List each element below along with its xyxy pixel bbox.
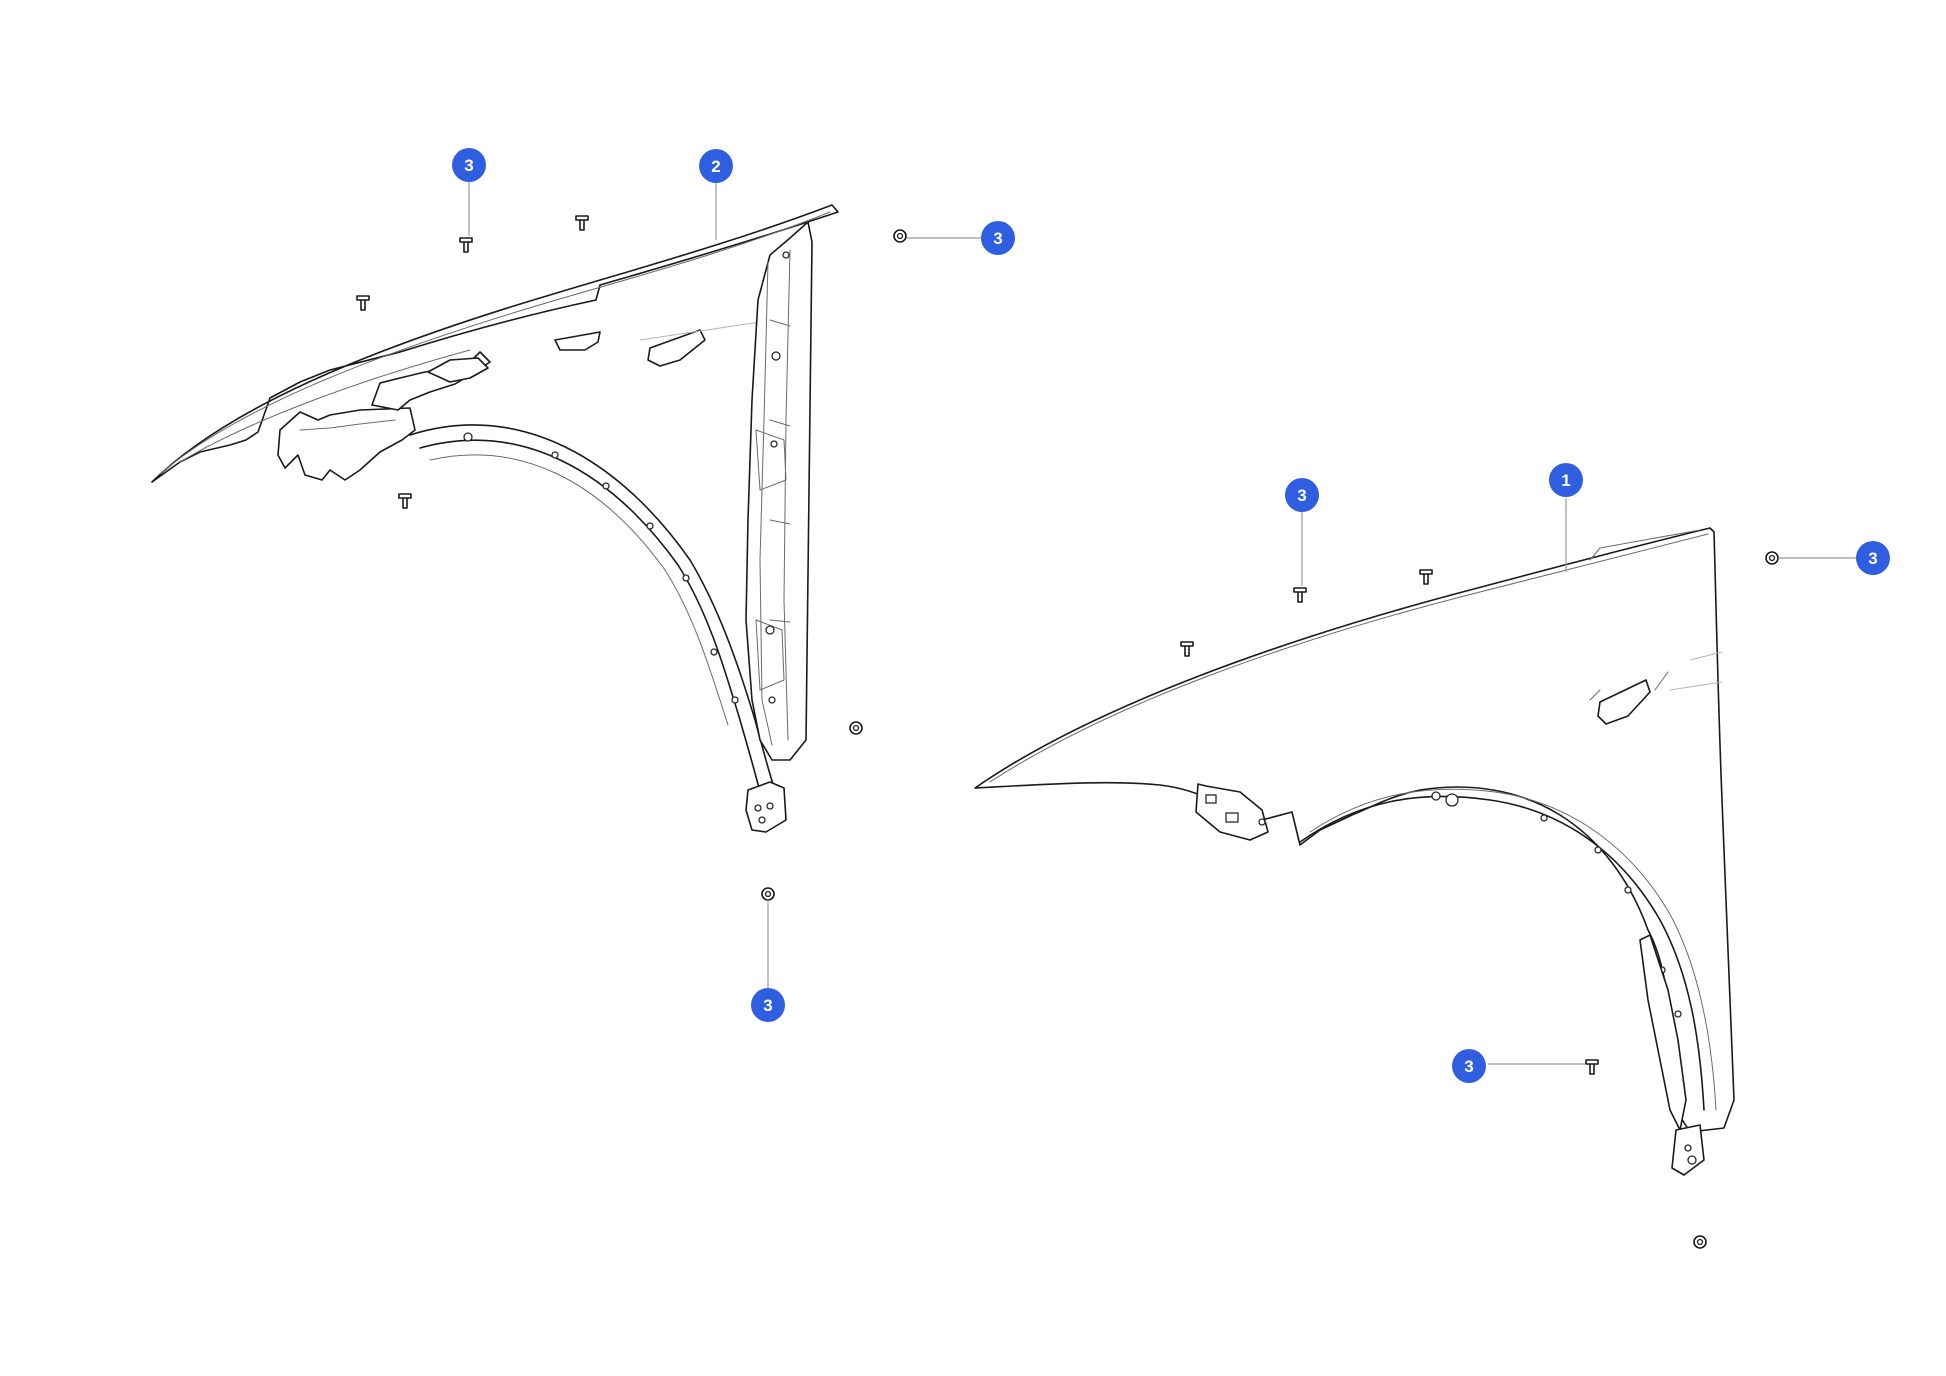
right-fender-side-vent — [1597, 679, 1651, 725]
callout-label: 3 — [1297, 486, 1306, 505]
screw-icon[interactable] — [1419, 569, 1433, 585]
callout-label: 3 — [1464, 1057, 1473, 1076]
callout-bubble[interactable]: 3 — [1856, 541, 1890, 575]
callout-bubble[interactable]: 3 — [1285, 478, 1319, 512]
callout-bubble[interactable]: 2 — [699, 149, 733, 183]
callout-bubble[interactable]: 1 — [1549, 463, 1583, 497]
nut-icon[interactable] — [893, 229, 907, 243]
left-fender-part[interactable] — [151, 204, 839, 833]
callout-label: 3 — [763, 996, 772, 1015]
callout-bubble[interactable]: 3 — [751, 988, 785, 1022]
right-fender-lower-flange — [1639, 934, 1687, 1131]
nut-icon[interactable] — [1693, 1235, 1707, 1249]
callout-label: 3 — [1868, 549, 1877, 568]
nut-icon[interactable] — [761, 887, 775, 901]
callout-circle — [751, 988, 785, 1022]
screw-icon[interactable] — [575, 215, 589, 231]
callout-label: 3 — [993, 229, 1002, 248]
right-fender-outer-panel — [974, 527, 1735, 1133]
right-fender-part[interactable] — [974, 527, 1735, 1176]
callout-bubble[interactable]: 3 — [452, 148, 486, 182]
callout-circle — [1856, 541, 1890, 575]
callout-label: 2 — [711, 157, 720, 176]
nut-icon[interactable] — [849, 721, 863, 735]
callout-circle — [452, 148, 486, 182]
callout-circle — [1452, 1049, 1486, 1083]
left-fender-top-flange — [151, 204, 839, 483]
left-fender-wheel-arch — [409, 424, 779, 801]
nut-icon[interactable] — [1765, 551, 1779, 565]
screw-icon[interactable] — [1180, 641, 1194, 657]
left-fender-rear-flange — [745, 221, 813, 761]
callout-circle — [699, 149, 733, 183]
callout-label: 3 — [464, 156, 473, 175]
callout-circle — [1549, 463, 1583, 497]
right-fender-wheel-arch — [1299, 795, 1705, 1111]
fasteners — [356, 215, 1779, 1249]
screw-icon[interactable] — [356, 295, 370, 311]
screw-icon[interactable] — [459, 237, 473, 253]
callout-bubble[interactable]: 3 — [1452, 1049, 1486, 1083]
screw-icon[interactable] — [398, 493, 412, 509]
callout-circle — [1285, 478, 1319, 512]
callouts: 3 2 3 3 3 1 3 3 — [452, 148, 1890, 1083]
callout-bubble[interactable]: 3 — [981, 221, 1015, 255]
screw-icon[interactable] — [1293, 587, 1307, 603]
callout-circle — [981, 221, 1015, 255]
leader-lines — [468, 182, 1856, 1065]
screw-icon[interactable] — [1585, 1059, 1599, 1075]
left-fender-bottom-tab — [745, 781, 787, 833]
left-fender-front-bracket — [277, 407, 416, 481]
callout-label: 1 — [1561, 471, 1570, 490]
